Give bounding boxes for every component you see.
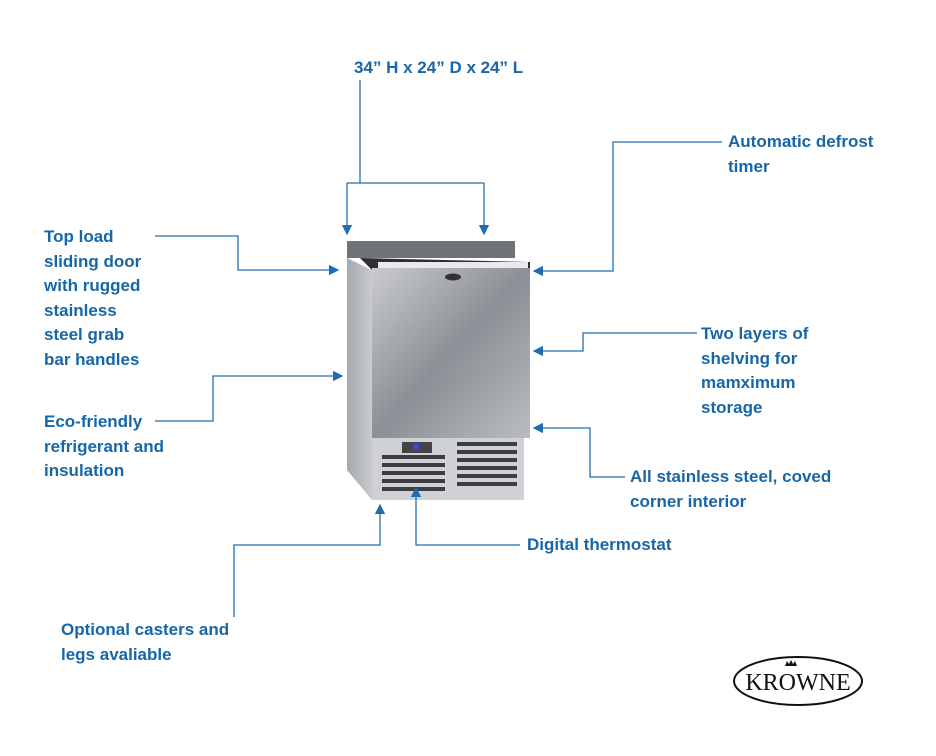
krowne-logo: KROWNE: [733, 656, 863, 706]
refrigerator-image: [347, 241, 530, 500]
dimensions-label: 34” H x 24” D x 24” L: [354, 58, 524, 77]
defrost-label: Automatic defrost timer: [728, 132, 874, 176]
shelving-label: Two layers of shelving for mamximum stor…: [701, 324, 809, 417]
svg-text:KROWNE: KROWNE: [745, 670, 850, 696]
leader-lines: [155, 80, 722, 617]
eco-friendly-label: Eco-friendly refrigerant and insulation: [44, 412, 164, 481]
casters-label: Optional casters and legs avaliable: [61, 620, 230, 664]
thermostat-label: Digital thermostat: [527, 535, 672, 554]
top-load-label: Top load sliding door with rugged stainl…: [44, 227, 142, 369]
interior-label: All stainless steel, coved corner interi…: [630, 467, 832, 511]
